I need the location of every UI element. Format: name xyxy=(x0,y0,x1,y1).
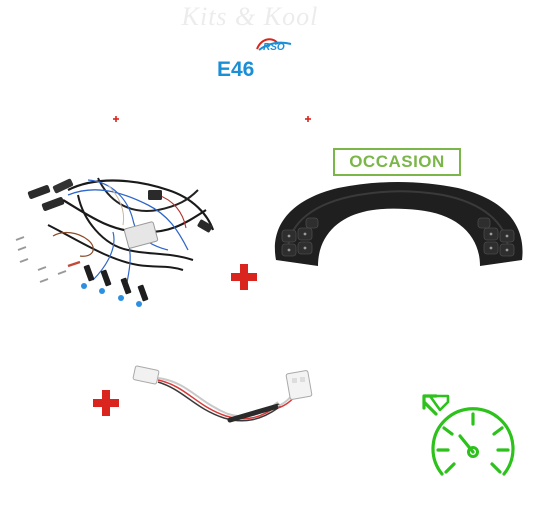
plus-icon xyxy=(231,264,257,290)
adapter-cable-image xyxy=(132,365,313,423)
small-plus-icon xyxy=(305,116,311,122)
occasion-badge: OCCASION xyxy=(333,148,461,176)
steering-wheel-controls-image xyxy=(274,182,523,266)
brand-watermark: Kits & Kool xyxy=(181,2,319,31)
wiring-harness-image xyxy=(15,177,215,307)
model-title: E46 xyxy=(217,58,255,81)
cruise-control-icon xyxy=(422,394,515,476)
small-plus-icon xyxy=(113,116,119,122)
rso-logo: RSO xyxy=(256,38,292,53)
plus-icon xyxy=(93,390,119,416)
rso-logo-text: RSO xyxy=(263,42,285,53)
